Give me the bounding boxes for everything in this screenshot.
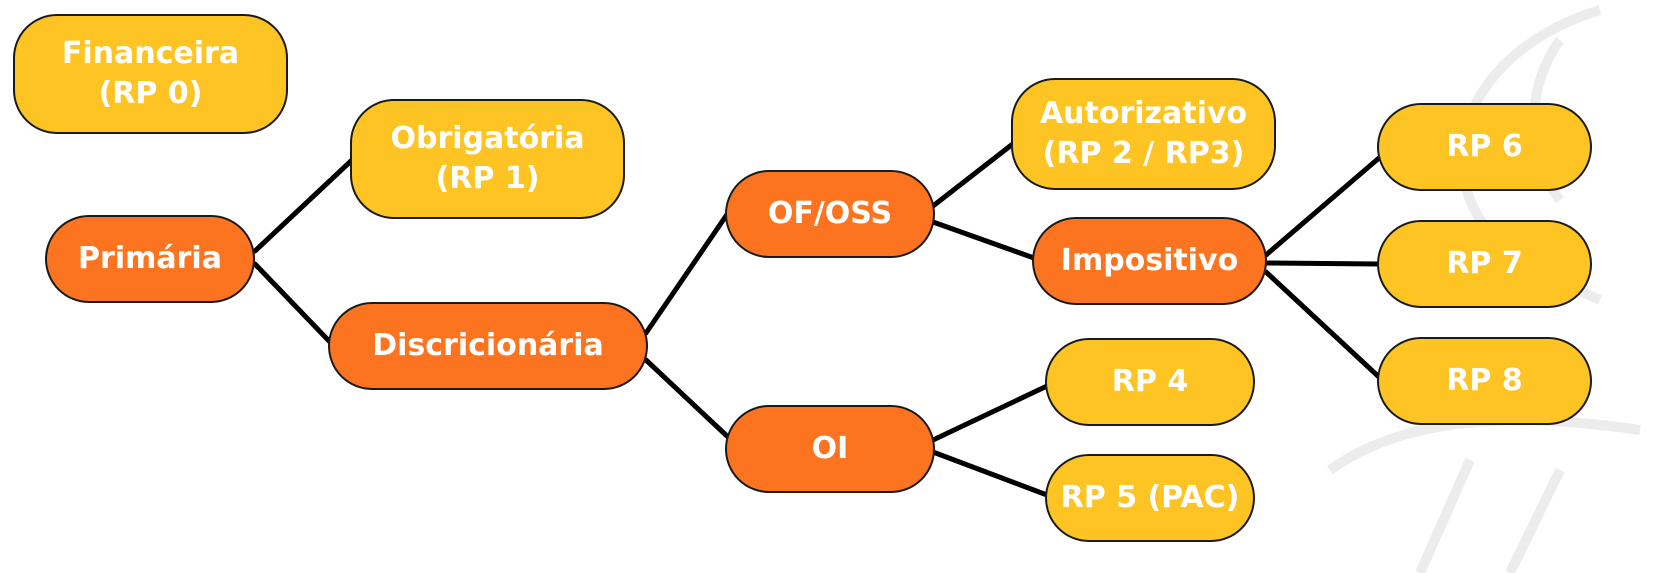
edge-primaria-discricionaria <box>252 261 333 345</box>
edge-oi-rp5 <box>930 449 1050 498</box>
node-ofoss: OF/OSS <box>725 170 935 258</box>
node-impositivo: Impositivo <box>1032 217 1267 305</box>
edge-discricionaria-ofoss <box>643 210 731 336</box>
node-primaria-label: Primária <box>78 240 222 276</box>
edge-impositivo-rp6 <box>1263 155 1382 258</box>
node-rp5-label: RP 5 (PAC) <box>1060 479 1240 515</box>
edge-impositivo-rp7 <box>1263 260 1382 267</box>
edge-primaria-obrigatoria <box>252 157 355 254</box>
node-discricionaria-label: Discricionária <box>372 327 604 363</box>
node-rp8: RP 8 <box>1377 337 1592 425</box>
node-impositivo-label: Impositivo <box>1060 242 1239 278</box>
node-autorizativo: Autorizativo (RP 2 / RP3) <box>1011 78 1276 190</box>
node-financeira-label: Financeira (RP 0) <box>61 35 240 112</box>
node-rp4: RP 4 <box>1045 338 1255 426</box>
edge-ofoss-impositivo <box>930 219 1037 261</box>
node-obrigatoria-label: Obrigatória (RP 1) <box>390 120 585 197</box>
edge-oi-rp4 <box>930 383 1050 443</box>
node-rp7-label: RP 7 <box>1446 245 1523 281</box>
node-oi: OI <box>725 405 935 493</box>
node-rp8-label: RP 8 <box>1446 362 1523 398</box>
node-obrigatoria: Obrigatória (RP 1) <box>350 99 625 219</box>
node-ofoss-label: OF/OSS <box>767 195 893 231</box>
node-oi-label: OI <box>811 430 849 466</box>
edge-ofoss-autorizativo <box>930 140 1017 209</box>
node-rp5: RP 5 (PAC) <box>1045 454 1255 542</box>
edge-discricionaria-oi <box>643 357 731 440</box>
node-rp6: RP 6 <box>1377 103 1592 191</box>
node-rp6-label: RP 6 <box>1446 128 1523 164</box>
node-discricionaria: Discricionária <box>328 302 648 390</box>
edge-impositivo-rp8 <box>1263 269 1382 380</box>
node-autorizativo-label: Autorizativo (RP 2 / RP3) <box>1039 95 1248 172</box>
node-financeira: Financeira (RP 0) <box>13 14 288 134</box>
node-rp7: RP 7 <box>1377 220 1592 308</box>
node-primaria: Primária <box>45 215 255 303</box>
node-rp4-label: RP 4 <box>1111 363 1189 399</box>
